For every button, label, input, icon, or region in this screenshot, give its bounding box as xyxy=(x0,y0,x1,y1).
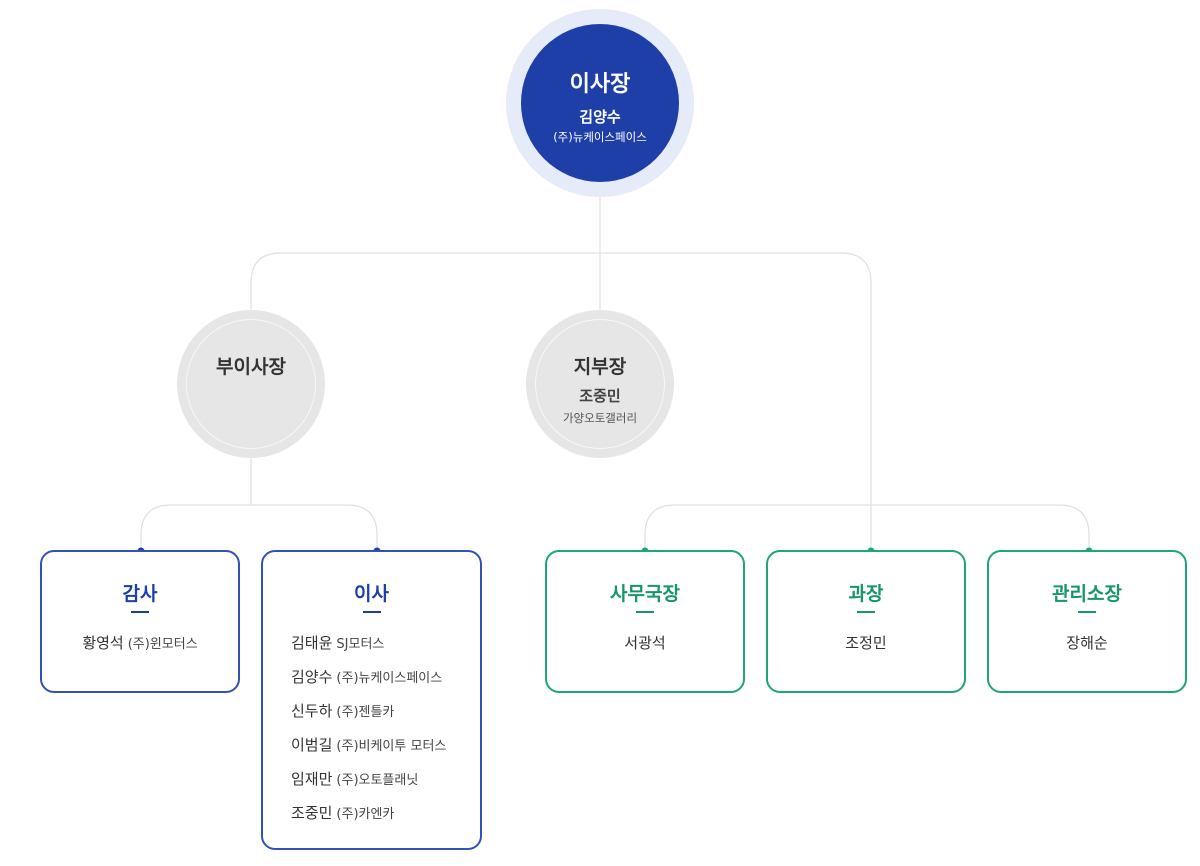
auditor-box: 감사 황영석(주)윈모터스 xyxy=(40,550,240,693)
member-name: 임재만 xyxy=(291,770,333,788)
member-name: 조중민 xyxy=(291,804,333,822)
facility-manager-box: 관리소장 장해순 xyxy=(987,550,1187,693)
vice-president-title: 부이사장 xyxy=(216,356,286,378)
secretary-general-name: 서광석 xyxy=(624,634,666,652)
member-company: (주)비케이투 모터스 xyxy=(336,739,447,754)
list-item: 신두하(주)젠틀카 xyxy=(291,700,446,734)
list-item: 이범길(주)비케이투 모터스 xyxy=(291,734,446,768)
list-item: 조중민(주)카엔카 xyxy=(291,802,446,836)
facility-manager-title: 관리소장 xyxy=(1052,583,1122,605)
chairman-name: 김양수 xyxy=(579,108,621,126)
title-underline xyxy=(636,611,654,613)
chairman-node: 이사장 김양수 (주)뉴케이스페이스 xyxy=(521,24,679,182)
line-upper-tier xyxy=(250,252,872,550)
member-company: (주)뉴케이스페이스 xyxy=(336,671,443,686)
member-company: SJ모터스 xyxy=(336,637,385,652)
auditor-name: 황영석 xyxy=(82,634,124,652)
member-company: (주)오토플래닛 xyxy=(336,773,419,788)
title-underline xyxy=(1078,611,1096,613)
secretary-general-title: 사무국장 xyxy=(610,583,680,605)
auditor-entry: 황영석(주)윈모터스 xyxy=(42,632,238,653)
branch-head-node: 지부장 조중민 가양오토갤러리 xyxy=(526,310,674,458)
line-board-split xyxy=(140,504,378,550)
member-company: (주)카엔카 xyxy=(336,807,395,822)
section-chief-title: 과장 xyxy=(848,583,884,605)
title-underline xyxy=(857,611,875,613)
list-item: 김양수(주)뉴케이스페이스 xyxy=(291,666,446,700)
member-name: 신두하 xyxy=(291,702,333,720)
branch-head-title: 지부장 xyxy=(573,356,627,378)
branch-head-name: 조중민 xyxy=(579,387,621,405)
line-staff-split xyxy=(644,504,1090,550)
member-name: 김태윤 xyxy=(291,634,333,652)
member-company: (주)젠틀카 xyxy=(336,705,395,720)
vice-president-node: 부이사장 xyxy=(177,310,325,458)
chairman-company: (주)뉴케이스페이스 xyxy=(553,130,647,144)
auditor-company: (주)윈모터스 xyxy=(127,637,198,652)
secretary-general-box: 사무국장 서광석 xyxy=(545,550,745,693)
facility-manager-name: 장해순 xyxy=(1066,634,1108,652)
section-chief-box: 과장 조정민 xyxy=(766,550,966,693)
chairman-title: 이사장 xyxy=(569,72,631,97)
title-underline xyxy=(362,611,381,613)
auditor-title: 감사 xyxy=(122,583,158,605)
member-name: 이범길 xyxy=(291,736,333,754)
title-underline xyxy=(131,611,149,613)
branch-head-company: 가양오토갤러리 xyxy=(562,411,638,425)
directors-title: 이사 xyxy=(354,583,389,605)
member-name: 김양수 xyxy=(291,668,333,686)
list-item: 임재만(주)오토플래닛 xyxy=(291,768,446,802)
section-chief-name: 조정민 xyxy=(845,634,887,652)
